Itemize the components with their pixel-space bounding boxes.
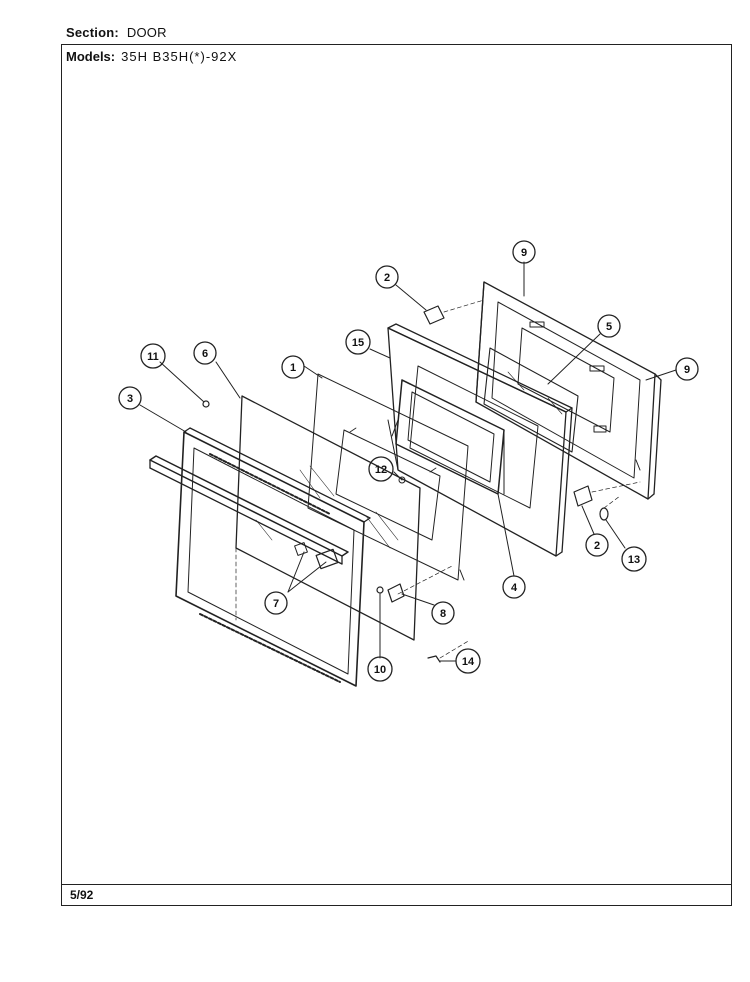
callout-10: 10 bbox=[367, 656, 393, 682]
svg-text:12: 12 bbox=[375, 464, 387, 476]
svg-text:4: 4 bbox=[511, 582, 518, 594]
part-outer-glass bbox=[307, 373, 469, 581]
models-value: 35H B35H(*)-92X bbox=[121, 49, 238, 64]
diagram-frame: Models: 35H B35H(*)-92X 5/92 bbox=[61, 44, 732, 906]
part-screw-10 bbox=[376, 586, 384, 594]
callout-2-top: 2 bbox=[375, 265, 399, 289]
callout-1: 1 bbox=[281, 355, 305, 379]
section-label: Section: bbox=[66, 25, 119, 40]
callout-9-right: 9 bbox=[675, 357, 699, 381]
callout-3: 3 bbox=[118, 386, 142, 410]
svg-text:2: 2 bbox=[594, 540, 600, 552]
callout-13: 13 bbox=[621, 546, 647, 572]
svg-text:9: 9 bbox=[684, 364, 690, 376]
callout-9-top: 9 bbox=[512, 240, 536, 264]
callout-14: 14 bbox=[455, 648, 481, 674]
callout-12: 12 bbox=[368, 456, 394, 482]
footer-divider bbox=[62, 884, 731, 885]
part-door-panel bbox=[387, 323, 573, 557]
svg-text:8: 8 bbox=[440, 608, 446, 620]
svg-text:15: 15 bbox=[352, 337, 364, 349]
section-value: DOOR bbox=[126, 25, 167, 40]
part-bushing bbox=[599, 507, 609, 521]
svg-text:7: 7 bbox=[273, 598, 279, 610]
callout-4: 4 bbox=[502, 575, 526, 599]
callout-7: 7 bbox=[264, 591, 288, 615]
part-screw-11 bbox=[202, 400, 210, 408]
section-heading: Section: DOOR bbox=[66, 25, 167, 40]
svg-text:6: 6 bbox=[202, 348, 208, 360]
footer-date: 5/92 bbox=[70, 888, 94, 902]
models-label: Models: bbox=[66, 49, 116, 64]
callouts: 2 9 5 9 15 1 6 11 3 12 4 2 13 7 8 10 14 bbox=[118, 240, 699, 682]
svg-text:1: 1 bbox=[290, 362, 296, 374]
svg-text:13: 13 bbox=[628, 554, 640, 566]
svg-text:11: 11 bbox=[147, 351, 159, 363]
callout-15: 15 bbox=[345, 329, 371, 355]
assembly-guide-lines bbox=[235, 299, 641, 659]
part-outer-frame bbox=[175, 427, 371, 687]
part-clip bbox=[387, 583, 405, 603]
callout-2-bottom: 2 bbox=[585, 533, 609, 557]
svg-text:10: 10 bbox=[374, 664, 386, 676]
models-heading: Models: 35H B35H(*)-92X bbox=[66, 49, 237, 64]
svg-text:3: 3 bbox=[127, 393, 133, 405]
svg-text:9: 9 bbox=[521, 247, 527, 259]
callout-11: 11 bbox=[140, 343, 166, 369]
part-hinge-clip-top bbox=[423, 305, 445, 325]
callout-5: 5 bbox=[597, 314, 621, 338]
part-handle bbox=[149, 455, 349, 565]
svg-text:5: 5 bbox=[606, 321, 612, 333]
part-rear-liner bbox=[475, 281, 662, 500]
part-hinge-clip-bottom bbox=[573, 485, 593, 507]
callout-6: 6 bbox=[193, 341, 217, 365]
svg-text:2: 2 bbox=[384, 272, 390, 284]
part-handle-mounts bbox=[294, 542, 339, 570]
leader-lines bbox=[139, 261, 677, 662]
part-glass-retainer bbox=[335, 427, 465, 581]
part-clip-14 bbox=[427, 655, 441, 663]
svg-text:14: 14 bbox=[462, 656, 475, 668]
callout-8: 8 bbox=[431, 601, 455, 625]
